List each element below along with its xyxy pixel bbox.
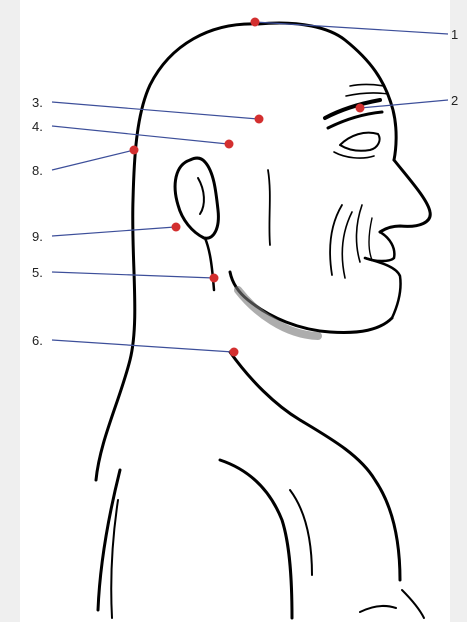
label-1: 1 <box>451 27 458 42</box>
label-9: 9. <box>32 229 43 244</box>
label-8: 8. <box>32 163 43 178</box>
point-4 <box>225 140 234 149</box>
label-2: 2 <box>451 93 458 108</box>
leader-line-4 <box>52 126 228 144</box>
point-9 <box>172 223 181 232</box>
point-8 <box>130 146 139 155</box>
point-6 <box>230 348 239 357</box>
point-5 <box>210 274 219 283</box>
head-outline <box>96 23 430 618</box>
leader-line-1 <box>255 22 448 34</box>
label-5: 5. <box>32 265 43 280</box>
label-3: 3. <box>32 95 43 110</box>
point-1 <box>251 18 260 27</box>
point-2 <box>356 104 365 113</box>
leader-line-3 <box>52 102 258 119</box>
point-3 <box>255 115 264 124</box>
label-4: 4. <box>32 119 43 134</box>
leader-line-8 <box>52 150 134 170</box>
label-6: 6. <box>32 333 43 348</box>
leader-line-6 <box>52 340 233 352</box>
leader-line-9 <box>52 227 175 236</box>
